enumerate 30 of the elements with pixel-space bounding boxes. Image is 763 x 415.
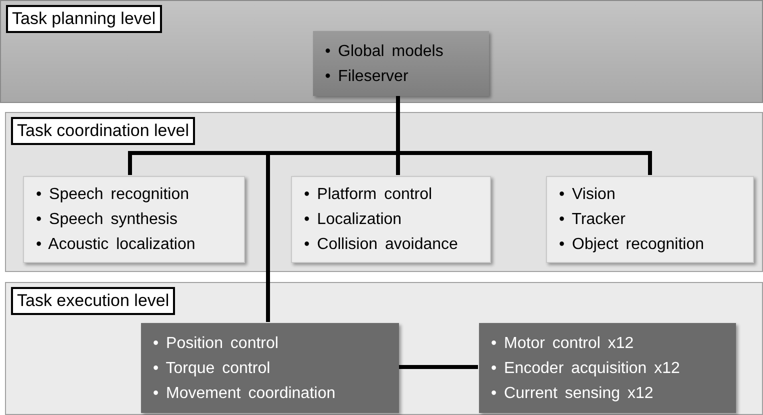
level-title: Task coordination level: [11, 117, 195, 145]
component-box: [23, 176, 245, 263]
list-item: • Position control: [153, 334, 280, 354]
level-band: [5, 112, 763, 272]
list-item: • Localization: [304, 210, 403, 230]
list-item: • Fileserver: [325, 66, 410, 86]
list-item: • Motor control x12: [491, 334, 635, 354]
list-item: • Torque control: [153, 358, 272, 378]
component-box: [479, 323, 736, 413]
list-item: • Collision avoidance: [304, 235, 459, 255]
level-title: Task planning level: [6, 5, 162, 33]
connector-line: [398, 365, 478, 369]
list-item: • Platform control: [304, 185, 434, 205]
level-band: [5, 282, 763, 415]
list-item: • Movement coordination: [153, 384, 336, 404]
component-box: [546, 176, 754, 263]
list-item: • Speech recognition: [36, 185, 190, 205]
level-band: [0, 0, 763, 103]
list-item: • Vision: [559, 185, 616, 205]
component-box: [141, 323, 399, 413]
component-box: [291, 176, 491, 263]
list-item: • Global models: [325, 42, 444, 62]
list-item: • Encoder acquisition x12: [491, 358, 681, 378]
list-item: • Tracker: [559, 210, 626, 230]
level-title: Task execution level: [11, 287, 176, 315]
list-item: • Speech synthesis: [36, 210, 178, 230]
list-item: • Acoustic localization: [36, 235, 196, 255]
list-item: • Current sensing x12: [491, 384, 654, 404]
list-item: • Object recognition: [559, 235, 706, 255]
component-box: [313, 31, 489, 96]
